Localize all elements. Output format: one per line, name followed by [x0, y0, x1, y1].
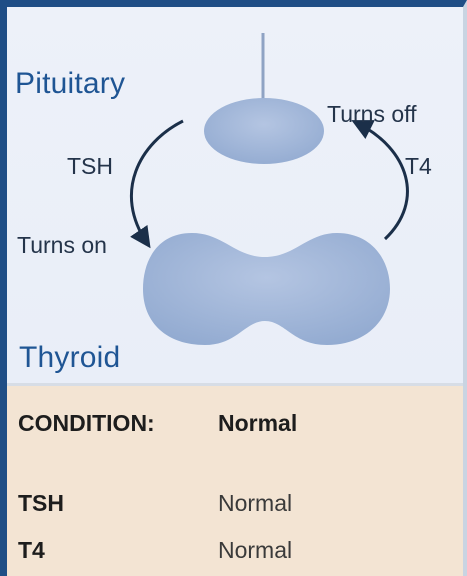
turns-off-label: Turns off — [327, 101, 416, 128]
pituitary-label: Pituitary — [15, 67, 125, 101]
t4-row-value: Normal — [218, 537, 292, 564]
condition-panel: CONDITION: Normal TSH Normal T4 Normal — [7, 386, 463, 576]
thyroid-feedback-diagram: Pituitary Thyroid TSH T4 Turns on Turns … — [7, 7, 463, 383]
tsh-row-label: TSH — [18, 490, 64, 517]
t4-row-label: T4 — [18, 537, 45, 564]
t4-arrow — [357, 123, 407, 239]
tsh-row-value: Normal — [218, 490, 292, 517]
diagram-svg — [7, 7, 463, 383]
turns-on-label: Turns on — [17, 232, 107, 259]
pituitary-gland — [204, 98, 324, 164]
condition-label: CONDITION: — [18, 410, 155, 437]
t4-label: T4 — [405, 153, 432, 180]
tsh-arrow — [131, 121, 183, 243]
thyroid-label: Thyroid — [19, 341, 120, 375]
tsh-label: TSH — [67, 153, 113, 180]
thyroid-gland — [143, 233, 390, 345]
condition-value: Normal — [218, 410, 297, 437]
